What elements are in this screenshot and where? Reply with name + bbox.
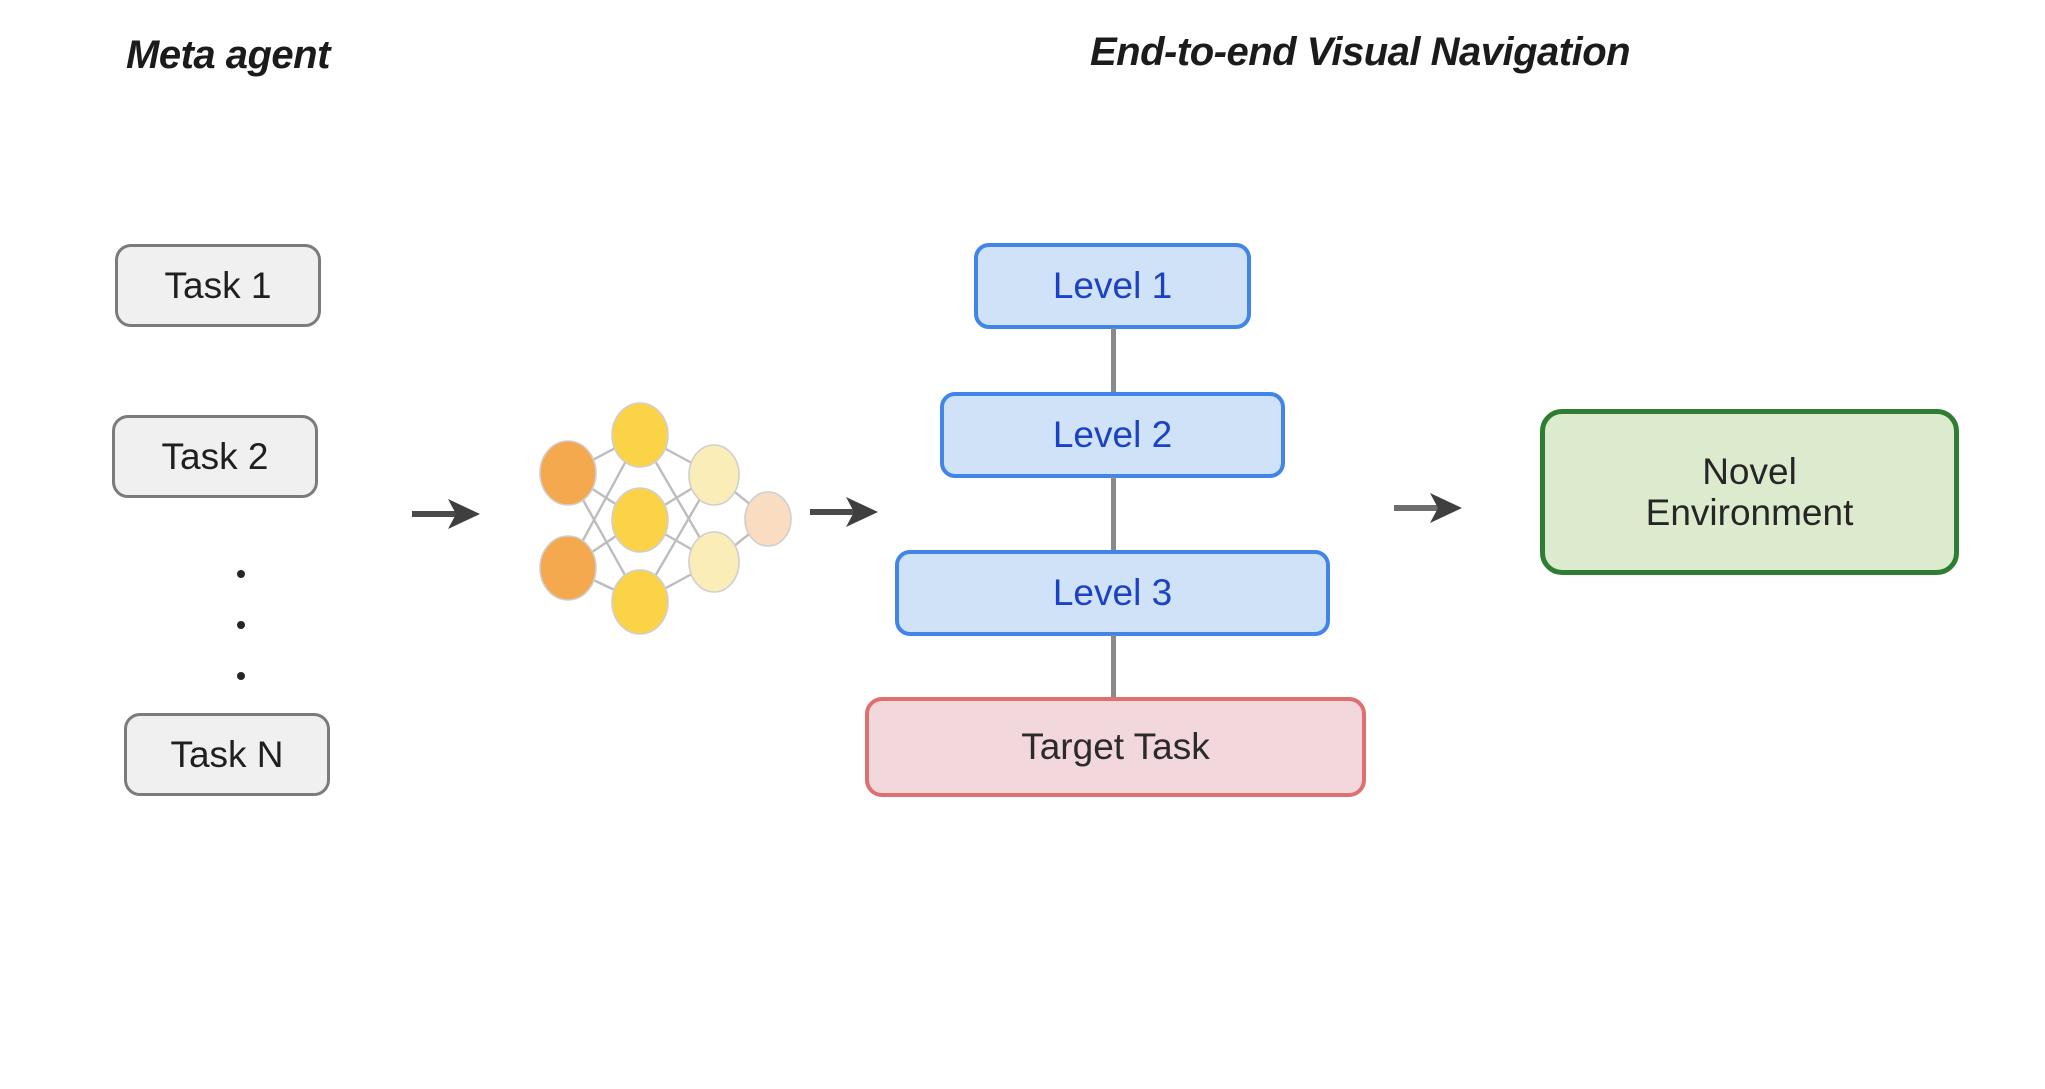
task-box-2[interactable]: Task 2: [112, 415, 318, 498]
novel-environment-label-line1: Novel: [1702, 450, 1797, 492]
network-node-hidden1-3: [611, 569, 669, 635]
section-title-end-to-end-visual-navigation: End-to-end Visual Navigation: [1090, 30, 1631, 74]
network-node-input-2: [539, 535, 597, 601]
arrow-right-icon-tasks-to-network: [410, 492, 486, 538]
target-task-box[interactable]: Target Task: [865, 697, 1366, 797]
ellipsis-dot: [237, 570, 245, 578]
connector-level3-target-task: [1111, 635, 1116, 699]
network-node-hidden2-1: [688, 444, 740, 506]
network-node-output-1: [744, 491, 792, 547]
task-box-1[interactable]: Task 1: [115, 244, 321, 327]
legend-strip: meta-training Curriculum fine-tuning ada…: [0, 900, 2045, 1089]
connector-level1-level2: [1111, 328, 1116, 394]
network-node-hidden2-2: [688, 531, 740, 593]
section-title-meta-agent: Meta agent: [126, 33, 330, 77]
neural-network-illustration: [530, 400, 800, 645]
network-node-hidden1-1: [611, 402, 669, 468]
level-box-2[interactable]: Level 2: [940, 392, 1285, 478]
level-box-3[interactable]: Level 3: [895, 550, 1330, 636]
level-box-1[interactable]: Level 1: [974, 243, 1251, 329]
arrow-right-icon-curriculum-to-environment: [1392, 486, 1468, 532]
task-box-n[interactable]: Task N: [124, 713, 330, 796]
connector-level2-level3: [1111, 477, 1116, 552]
ellipsis-dot: [237, 672, 245, 680]
ellipsis-dot: [237, 621, 245, 629]
task-list-vertical-ellipsis: [235, 570, 247, 680]
network-node-input-1: [539, 440, 597, 506]
novel-environment-label-line2: Environment: [1645, 492, 1854, 533]
novel-environment-box[interactable]: Novel Environment: [1540, 409, 1959, 575]
arrow-right-icon-network-to-curriculum: [808, 490, 884, 536]
network-node-hidden1-2: [611, 487, 669, 553]
